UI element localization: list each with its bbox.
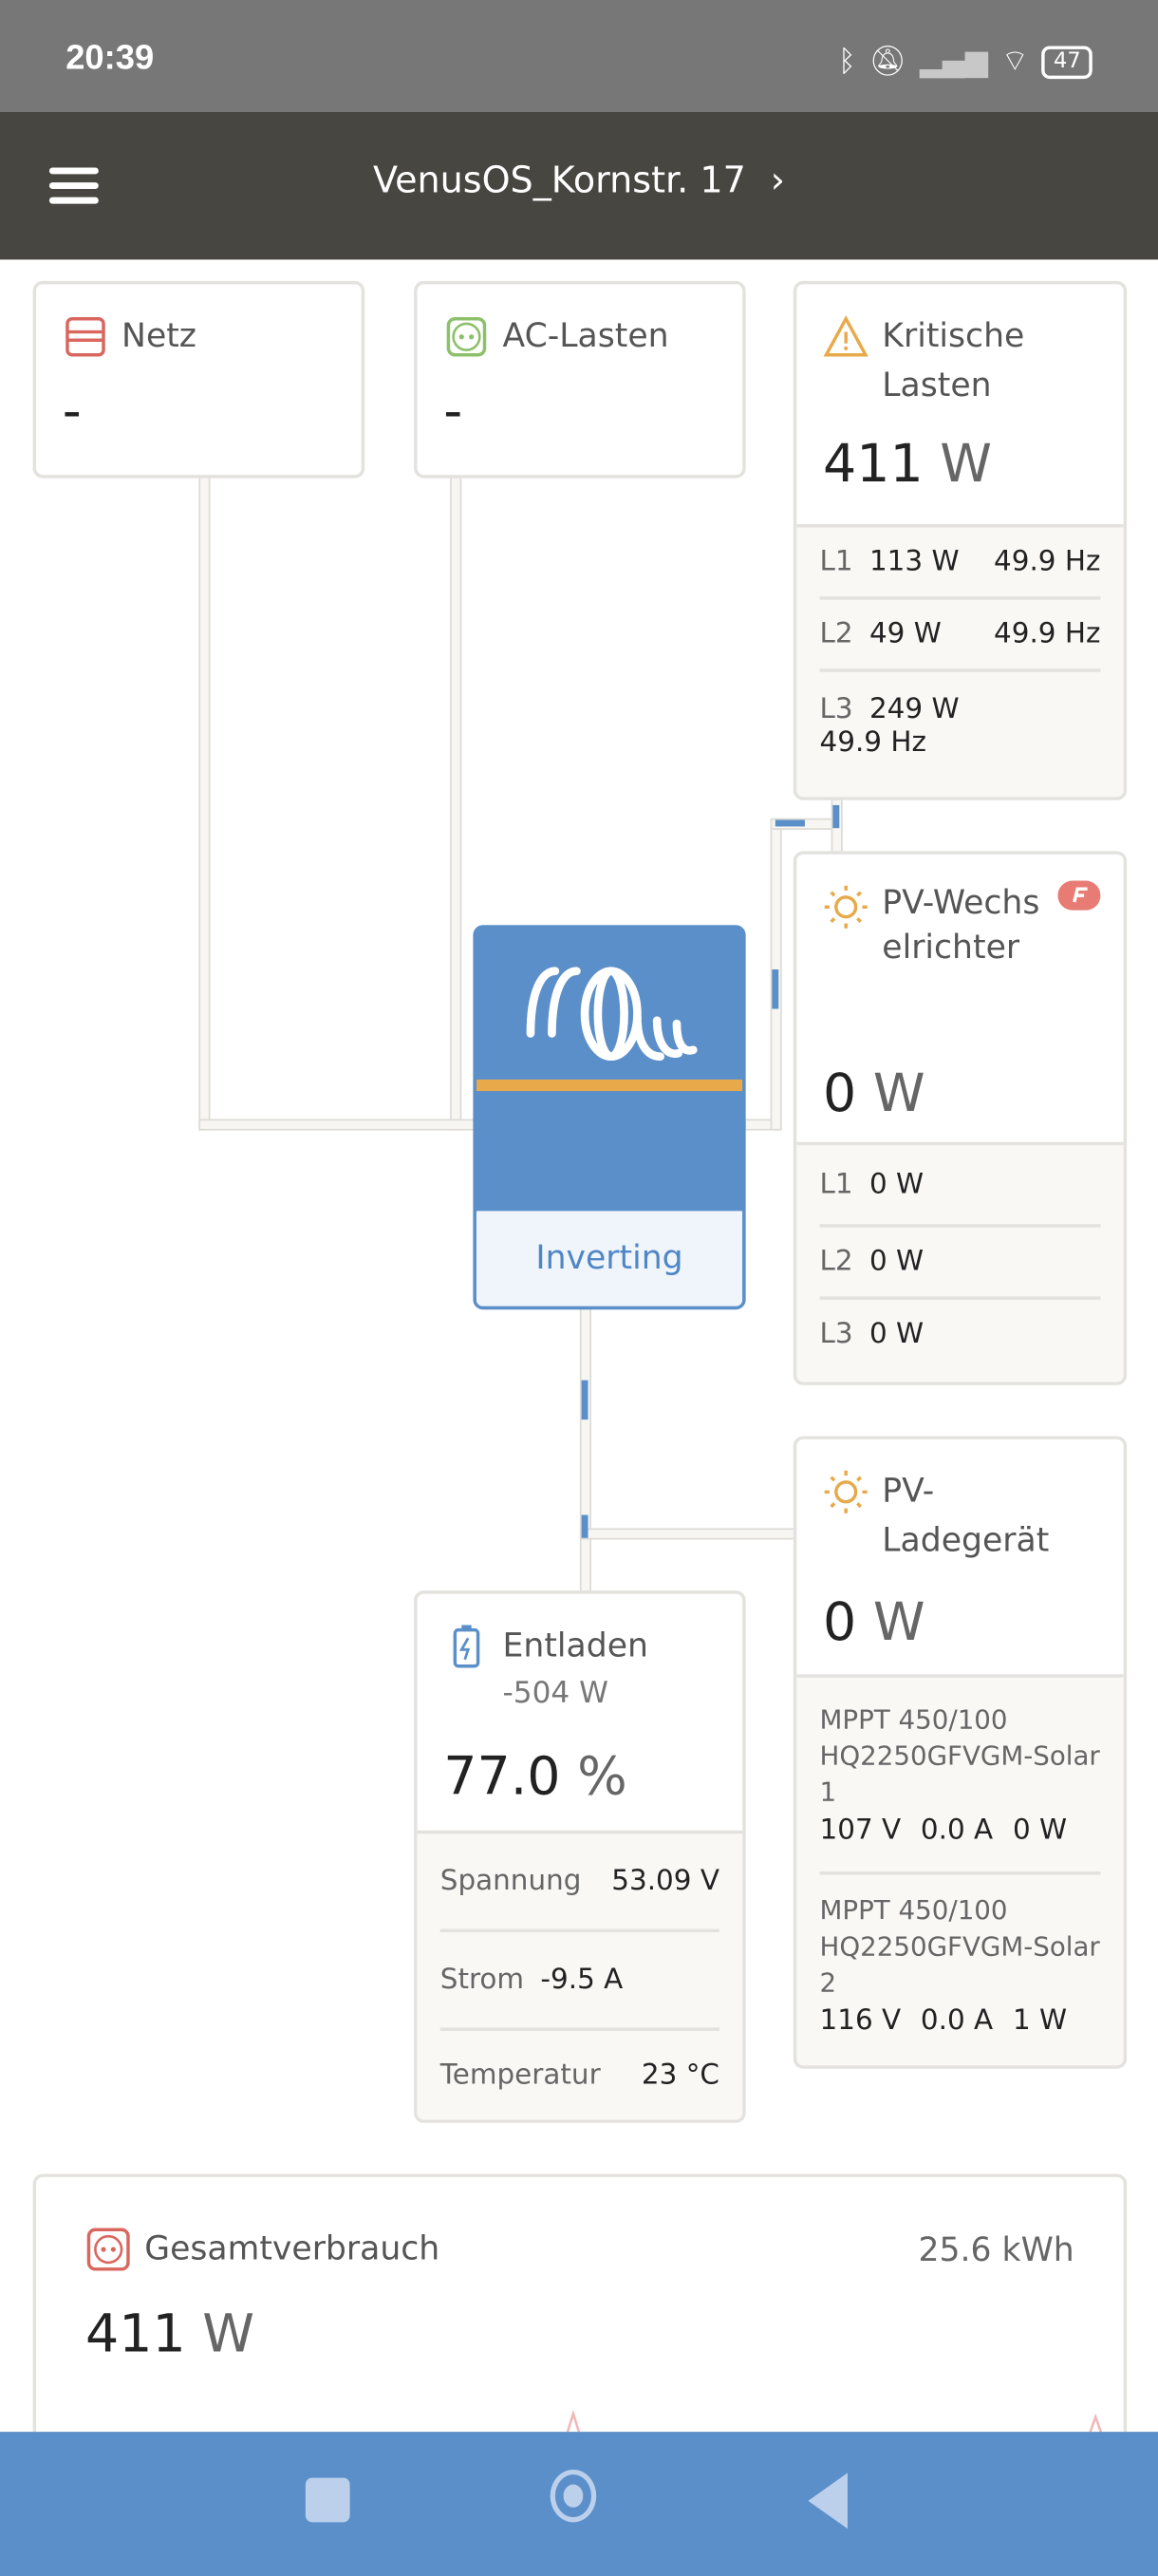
- sun-icon: [824, 1470, 868, 1514]
- site-selector[interactable]: VenusOS_Kornstr. 17 ›: [372, 160, 786, 202]
- signal-icon: ▂▄▆: [920, 44, 988, 80]
- status-bar: 20:39 ᛒ 🔕︎ ▂▄▆ ⌔ 47: [0, 0, 1158, 112]
- sun-icon: [824, 885, 868, 929]
- victron-logo-icon: [526, 967, 698, 1062]
- muted-bell-icon: 🔕︎: [868, 44, 907, 80]
- ac-loads-card[interactable]: AC-Lasten -: [414, 280, 746, 479]
- back-button[interactable]: [808, 2473, 848, 2529]
- home-button[interactable]: [550, 2469, 597, 2523]
- battery-icon: 47: [1041, 45, 1093, 79]
- ac-bus-line: [198, 1119, 478, 1131]
- socket-icon: [86, 2228, 130, 2271]
- inverter-card[interactable]: Inverting: [473, 925, 746, 1310]
- clock: 20:39: [65, 39, 155, 78]
- app-header: [0, 111, 1158, 260]
- dc-line: [579, 1307, 591, 1594]
- grid-card[interactable]: Netz -: [32, 280, 365, 479]
- recents-button[interactable]: [305, 2477, 350, 2523]
- grid-meter-icon: [65, 316, 105, 357]
- pv-charger-line: [579, 1528, 797, 1540]
- pv-charger-card[interactable]: PV-Ladegerät 0 W MPPT 450/100 HQ2250GFVG…: [793, 1436, 1128, 2069]
- warning-icon: [823, 315, 868, 357]
- wifi6-icon: ⌔: [1000, 44, 1030, 80]
- bluetooth-icon: ᛒ: [838, 44, 856, 80]
- android-nav-bar: [0, 2432, 1158, 2576]
- menu-icon[interactable]: [48, 167, 99, 204]
- ac-line: [450, 476, 462, 1131]
- socket-icon: [446, 316, 487, 357]
- grid-line: [198, 476, 211, 1131]
- fronius-badge-icon: [1057, 880, 1101, 911]
- inverter-state: Inverting: [476, 1211, 743, 1307]
- chevron-right-icon: ›: [770, 160, 786, 202]
- battery-charging-icon: [453, 1625, 480, 1668]
